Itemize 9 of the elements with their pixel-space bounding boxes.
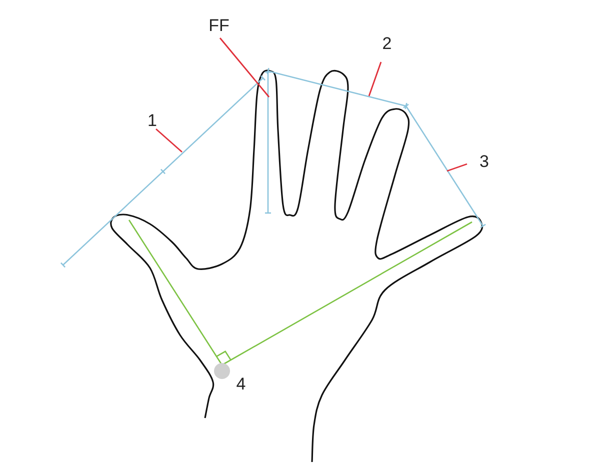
callout-label: 3: [480, 153, 489, 170]
leader-line: [219, 38, 270, 98]
callout-label: 2: [382, 35, 392, 52]
leader-line: [446, 163, 468, 172]
callout-label: 1: [148, 112, 157, 129]
callout-number: 4: [236, 376, 246, 392]
leader-line: [156, 128, 182, 153]
callout-label: FF: [208, 17, 230, 34]
leader-line: [368, 62, 382, 96]
